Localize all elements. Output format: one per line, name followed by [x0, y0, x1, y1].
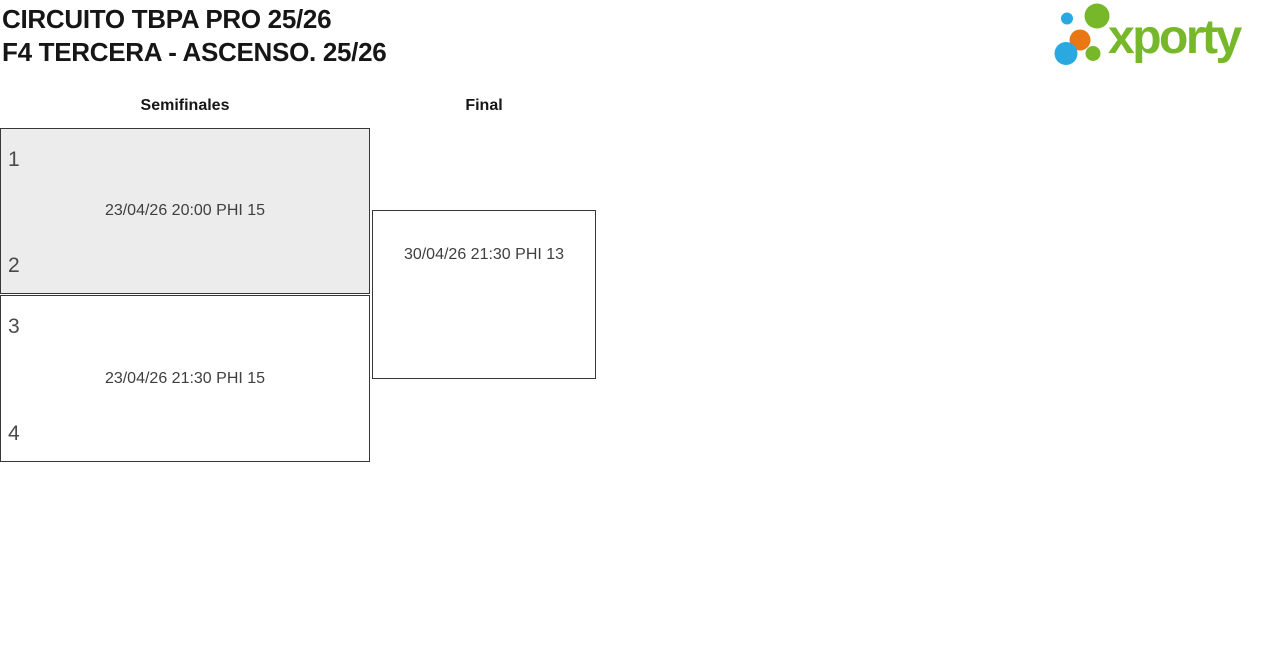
xporty-logo-dots-icon [1054, 3, 1110, 65]
match-box-semifinal-2[interactable]: 3 23/04/26 21:30 PHI 15 4 [0, 295, 370, 462]
seed-number-3: 3 [8, 315, 20, 338]
match-info-semifinal-1: 23/04/26 20:00 PHI 15 [104, 202, 266, 219]
match-box-semifinal-1[interactable]: 1 23/04/26 20:00 PHI 15 2 [0, 128, 370, 294]
seed-number-4: 4 [8, 422, 20, 445]
xporty-logo-text: xporty [1108, 11, 1242, 64]
match-info-semifinal-2: 23/04/26 21:30 PHI 15 [104, 369, 266, 387]
tournament-title-block: CIRCUITO TBPA PRO 25/26 F4 TERCERA - ASC… [2, 3, 387, 69]
match-box-final[interactable]: 30/04/26 21:30 PHI 13 [372, 210, 596, 379]
round-header-semifinales: Semifinales [140, 97, 230, 114]
xporty-logo[interactable]: xporty [1048, 0, 1276, 70]
match-info-final: 30/04/26 21:30 PHI 13 [403, 246, 565, 263]
competition-name: F4 TERCERA - ASCENSO. 25/26 [2, 37, 387, 67]
seed-number-2: 2 [8, 254, 20, 277]
round-header-final: Final [465, 97, 503, 114]
seed-number-1: 1 [8, 148, 20, 171]
tournament-name: CIRCUITO TBPA PRO 25/26 [2, 4, 332, 34]
